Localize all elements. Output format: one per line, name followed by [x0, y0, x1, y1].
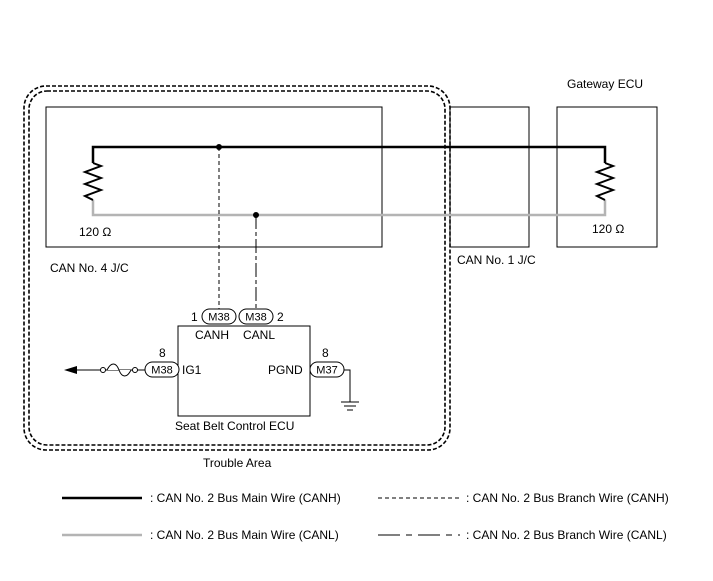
canl-signal-label: CANL [243, 328, 275, 342]
legend-main-canh-text: : CAN No. 2 Bus Main Wire (CANH) [150, 491, 341, 505]
ecu-label: Seat Belt Control ECU [175, 419, 294, 433]
canl-pin-number: 2 [277, 310, 284, 324]
resistor-left-icon [82, 162, 104, 201]
jc1-label: CAN No. 1 J/C [457, 253, 536, 267]
canh-signal-label: CANH [195, 328, 229, 342]
canh-connector-code: M38 [208, 312, 229, 324]
pgnd-signal-label: PGND [268, 363, 303, 377]
ig1-signal-label: IG1 [182, 363, 202, 377]
canh-main-wire [91, 145, 607, 163]
trouble-area-outer [23, 85, 451, 451]
gateway-ecu-label: Gateway ECU [567, 77, 643, 91]
canl-connector [238, 308, 274, 325]
trouble-area-inner [28, 90, 446, 446]
pgnd-connector-code: M37 [316, 365, 337, 377]
ig1-pin-number: 8 [159, 346, 166, 360]
resistor-left-label: 120 Ω [79, 225, 111, 239]
fuse-left-terminal [100, 367, 106, 373]
pgnd-pin-number: 8 [322, 346, 329, 360]
resistor-right-label: 120 Ω [592, 222, 624, 236]
fuse-right-terminal [132, 367, 138, 373]
ig1-connector-code: M38 [151, 365, 172, 377]
gateway-ecu-box [556, 106, 658, 248]
canl-main-wire [91, 200, 607, 217]
legend-branch-canl-text: : CAN No. 2 Bus Branch Wire (CANL) [466, 528, 667, 542]
jc1-box [449, 106, 530, 248]
resistor-right-icon [594, 162, 616, 201]
trouble-area-label: Trouble Area [203, 456, 272, 470]
canh-pin-number: 1 [191, 310, 198, 324]
jc4-box [45, 106, 383, 248]
arrow-left-icon [64, 366, 77, 374]
canl-connector-code: M38 [245, 312, 266, 324]
fuse-icon [106, 363, 132, 377]
pgnd-wire [344, 369, 351, 402]
jc4-label: CAN No. 4 J/C [50, 261, 129, 275]
canh-connector [201, 308, 237, 325]
legend-branch-canh-text: : CAN No. 2 Bus Branch Wire (CANH) [466, 491, 669, 505]
legend-main-canl-text: : CAN No. 2 Bus Main Wire (CANL) [150, 528, 339, 542]
ground-icon [341, 401, 359, 411]
